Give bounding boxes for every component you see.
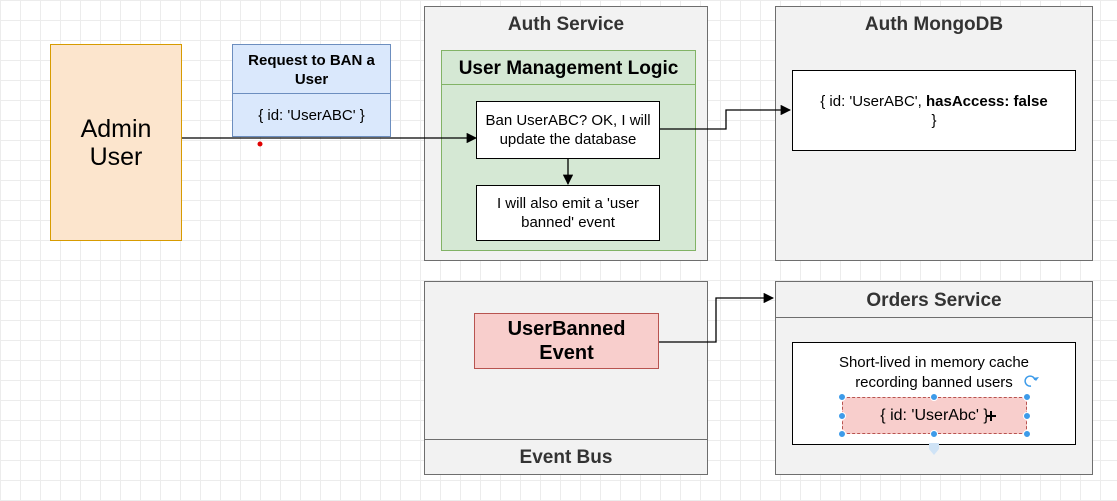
red-dot-marker: [257, 141, 263, 147]
selection-handles[interactable]: [838, 393, 1031, 438]
move-cursor-icon: [986, 411, 996, 421]
memory-cache-text: Short-lived in memory cache recording ba…: [838, 354, 1030, 391]
user-banned-event-box[interactable]: UserBanned Event: [474, 313, 659, 369]
orders-service-title: Orders Service: [776, 284, 1092, 318]
user-management-logic-title: User Management Logic: [442, 53, 695, 85]
mongodb-record-has-access: hasAccess: false: [926, 93, 1048, 110]
admin-user-label-line2: User: [89, 142, 143, 171]
request-note-divider: [233, 93, 390, 94]
auth-service-title: Auth Service: [507, 14, 625, 35]
ban-step-box[interactable]: Ban UserABC? OK, I will update the datab…: [476, 101, 660, 159]
request-note-title: Request to BAN a User: [248, 52, 375, 88]
admin-user-box[interactable]: Admin User: [50, 44, 182, 241]
mongodb-record-suffix: }: [931, 112, 937, 129]
mongodb-record-prefix: { id: 'UserABC',: [820, 93, 926, 110]
rotate-handle-arrowhead: [1033, 377, 1039, 381]
admin-user-label-line1: Admin: [80, 114, 152, 143]
request-note-body: { id: 'UserABC' }: [258, 106, 365, 124]
event-to-orders-service-arrow: [659, 292, 775, 343]
request-note[interactable]: Request to BAN a User { id: 'UserABC' }: [232, 44, 391, 137]
rotate-handle-icon[interactable]: [1024, 375, 1036, 387]
emit-event-step-box[interactable]: I will also emit a 'user banned' event: [476, 185, 660, 241]
mongodb-record-box[interactable]: { id: 'UserABC', hasAccess: false }: [792, 70, 1076, 151]
ban-step-to-mongodb-arrow: [660, 104, 792, 130]
connection-arrow-hint-icon[interactable]: [929, 443, 939, 455]
event-bus-title: Event Bus: [424, 439, 708, 475]
auth-mongodb-title: Auth MongoDB: [864, 14, 1004, 35]
